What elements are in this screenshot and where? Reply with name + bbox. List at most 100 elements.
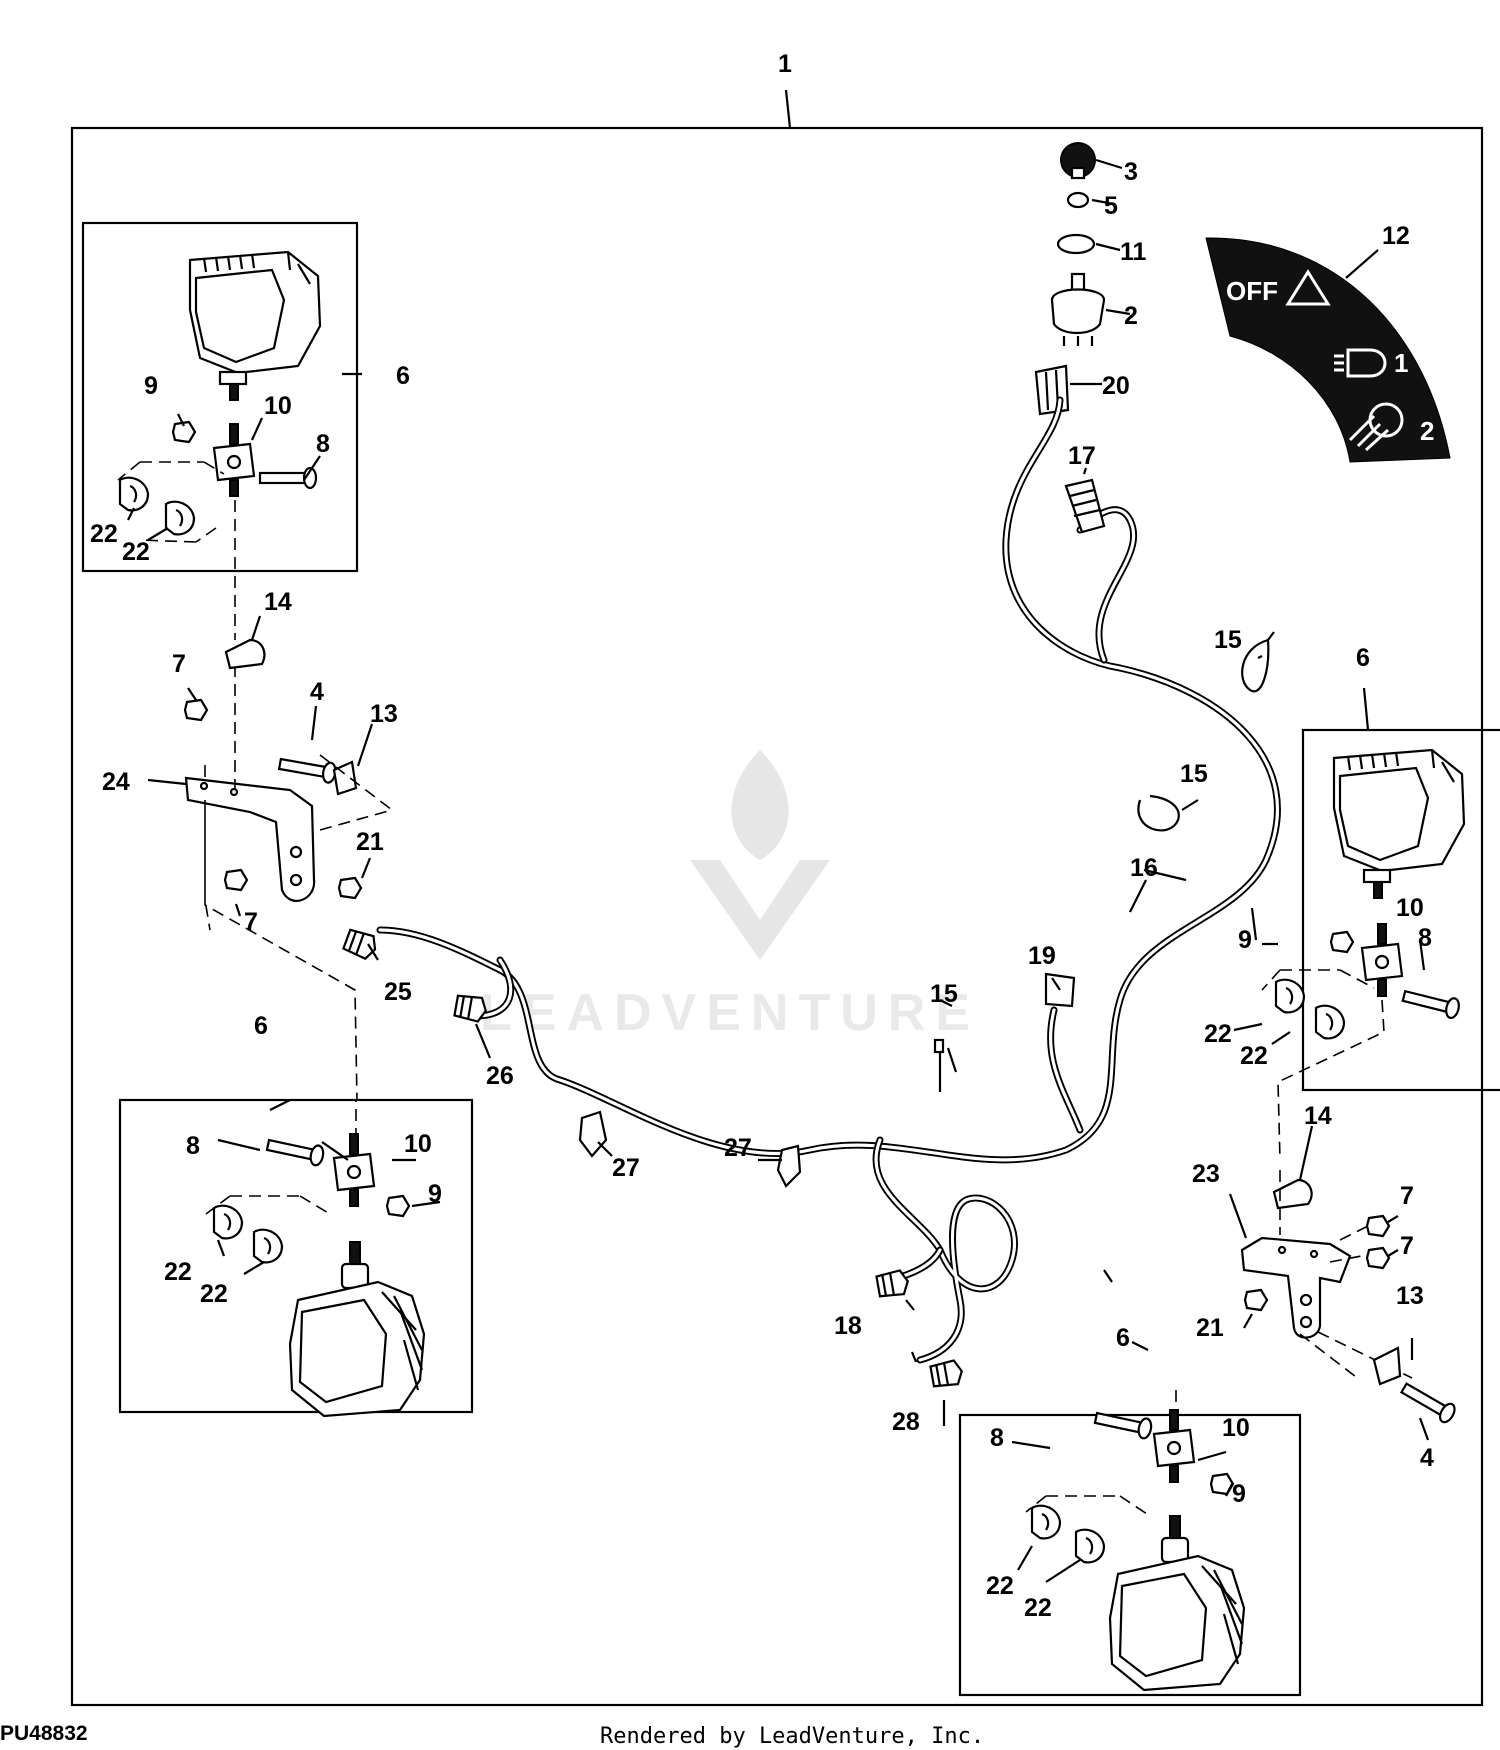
callout-6-c: 6 [1356,644,1370,672]
callout-11: 11 [1120,238,1147,266]
clip-13-left [332,760,358,796]
bracket-24 [184,776,316,902]
callout-15-c: 15 [930,980,958,1008]
diagram-frame [70,126,1484,1707]
cable-tie-15-b [1137,794,1180,832]
callout-10-b: 10 [404,1130,432,1158]
watermark-text: LEADVENTURE [480,984,980,1042]
light-switch [1050,272,1106,346]
callout-8-c: 8 [1418,924,1432,952]
mount-bracket-top-left [212,422,256,498]
callout-9-d: 9 [1232,1480,1246,1508]
callout-24: 24 [102,768,130,796]
clip-14-left [224,638,266,670]
clamp-bottom-right-a [1030,1504,1062,1540]
callout-27-b: 27 [724,1134,752,1162]
clamp-top-left-a [118,476,150,512]
callout-17: 17 [1068,442,1096,470]
clip-27-b [776,1144,802,1188]
callout-9-b: 9 [428,1180,442,1208]
callout-7-c: 7 [1400,1182,1414,1210]
bolt-top-left [258,466,318,490]
callout-12: 12 [1382,222,1410,250]
callout-21-b: 21 [1196,1314,1224,1342]
clamp-bottom-right-b [1074,1528,1106,1564]
callout-6-d: 6 [1116,1324,1130,1352]
callout-4-b: 4 [1420,1444,1434,1472]
bolt-4-right [1397,1378,1459,1426]
clip-13-right [1372,1346,1402,1386]
wiring-harness [376,396,1281,1364]
callout-21-a: 21 [356,828,384,856]
callout-15-a: 15 [1214,626,1242,654]
callout-19: 19 [1028,942,1056,970]
warning-triangle-icon [1285,269,1331,306]
detail-box-right [1301,728,1500,1092]
callout-13-b: 13 [1396,1282,1424,1310]
callout-2: 2 [1124,302,1138,330]
callout-8-d: 8 [990,1424,1004,1452]
bolt-8-bottom-right [1092,1407,1154,1441]
mount-bracket-bottom-left [332,1132,376,1208]
callout-23: 23 [1192,1160,1220,1188]
nut-21-right [1243,1288,1269,1312]
callout-6-a: 6 [396,362,410,390]
clip-14-right [1272,1178,1313,1210]
callout-3: 3 [1124,158,1138,186]
connector-17 [1064,478,1106,534]
callout-10-d: 10 [1222,1414,1250,1442]
clamp-bottom-left-a [212,1204,244,1240]
callout-7-d: 7 [1400,1232,1414,1260]
clamp-bottom-left-b [252,1228,284,1264]
work-lamp-bottom-right [1108,1514,1246,1692]
callout-14-a: 14 [264,588,292,616]
switch-off-label: OFF [1226,276,1278,306]
callout-22-e: 22 [1204,1020,1232,1048]
cable-tie-15-a [1241,631,1275,693]
callout-8-a: 8 [316,430,330,458]
headlight-beam-icon [1334,354,1344,372]
callout-7-a: 7 [172,650,186,678]
callout-10-a: 10 [264,392,292,420]
work-lamp-right [1332,748,1466,900]
headlight-icon [1346,348,1387,378]
callout-26: 26 [486,1062,514,1090]
nut-7-d [1365,1246,1391,1270]
work-lamp-bottom-left [288,1240,426,1418]
washer-11 [1056,233,1096,255]
callout-22-f: 22 [1240,1042,1268,1070]
work-lamp-top-left [188,250,322,402]
clamp-top-left-b [164,500,196,536]
watermark-logo [690,750,830,960]
floodlight-beam-icon [1348,414,1390,452]
callout-10-c: 10 [1396,894,1424,922]
clamp-right-a [1274,978,1306,1014]
callout-6-b: 6 [254,1012,268,1040]
callout-22-g: 22 [986,1572,1014,1600]
nut-7-a [183,698,209,722]
callout-22-b: 22 [122,538,150,566]
detail-box-bottom-left [118,1098,474,1414]
bolt-8-right [1400,985,1462,1021]
nut-5 [1066,191,1090,209]
callout-13-a: 13 [370,700,398,728]
cable-tie-15-c [933,1038,945,1092]
callout-9-a: 9 [144,372,158,400]
connector-20 [1034,364,1070,416]
switch-knob [1060,142,1096,180]
callout-14-b: 14 [1304,1102,1332,1130]
mount-bracket-right [1360,922,1404,998]
callout-16: 16 [1130,854,1158,882]
callout-25: 25 [384,978,412,1006]
connector-25 [341,926,381,962]
nut-21-left [337,876,363,900]
callout-15-b: 15 [1180,760,1208,788]
nut-9-bottom-left [385,1194,411,1218]
switch-position-1: 1 [1394,348,1408,378]
callout-7-b: 7 [244,908,258,936]
bolt-8-bottom-left [264,1134,326,1168]
clamp-right-b [1314,1004,1346,1040]
callout-9-c: 9 [1238,926,1252,954]
detail-box-top-left [81,221,359,573]
